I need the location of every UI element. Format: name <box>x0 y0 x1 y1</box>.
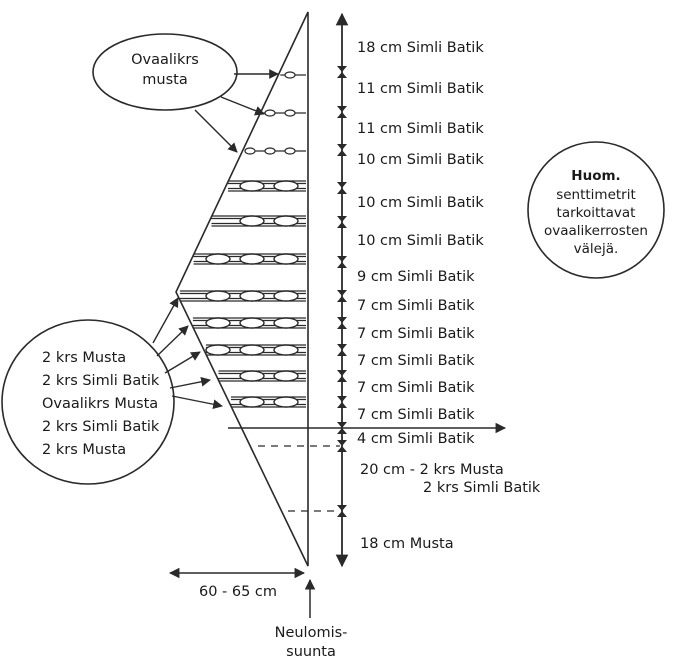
note-line: senttimetrit <box>556 187 636 203</box>
axis-tick <box>337 440 347 452</box>
note-title: Huom. <box>571 168 620 184</box>
axis-tick <box>337 144 347 156</box>
axis-tick <box>337 106 347 118</box>
section-label-line2: 2 krs Simli Batik <box>423 480 541 496</box>
width-label: 60 - 65 cm <box>199 584 277 600</box>
right-label: 11 cm Simli Batik <box>357 121 484 137</box>
oval-row <box>230 396 306 408</box>
right-label: 18 cm Simli Batik <box>357 40 484 56</box>
axis-tick <box>337 290 347 302</box>
left-bubble-line: 2 krs Musta <box>42 442 126 458</box>
oval-row <box>211 215 306 227</box>
note-line: ovaalikerrosten <box>544 223 648 239</box>
right-label: 7 cm Simli Batik <box>357 380 475 396</box>
axis-tick <box>337 344 347 356</box>
oval-row <box>227 180 306 192</box>
right-label: 10 cm Simli Batik <box>357 233 484 249</box>
axis-tick <box>337 182 347 194</box>
pointer-arrow <box>169 376 211 389</box>
oval-row <box>218 370 306 382</box>
oval-row <box>193 253 306 265</box>
top-bubble-line: Ovaalikrs <box>131 52 199 68</box>
oval-row <box>179 290 306 302</box>
axis-tick <box>337 317 347 329</box>
right-labels: 18 cm Simli Batik 11 cm Simli Batik 11 cm … <box>357 40 484 447</box>
section-label-line1: 20 cm - 2 krs Musta <box>360 462 504 478</box>
left-bubble-line: 2 krs Simli Batik <box>42 373 160 389</box>
right-label: 7 cm Simli Batik <box>357 353 475 369</box>
axis-tick <box>337 396 347 408</box>
pointer-arrow <box>152 297 179 344</box>
right-label: 11 cm Simli Batik <box>357 81 484 97</box>
oval-row <box>280 71 306 79</box>
axis-tick <box>337 505 347 517</box>
right-label: 7 cm Simli Batik <box>357 326 475 342</box>
pointer-arrow <box>194 109 238 153</box>
pointer-arrow <box>156 325 189 357</box>
right-label: 10 cm Simli Batik <box>357 195 484 211</box>
shawl-triangle <box>175 11 309 567</box>
left-bubble <box>1 319 175 485</box>
right-label: 7 cm Simli Batik <box>357 407 475 423</box>
right-label: 10 cm Simli Batik <box>357 152 484 168</box>
axis-tick <box>337 66 347 78</box>
left-bubble-line: 2 krs Musta <box>42 350 126 366</box>
right-label: 7 cm Simli Batik <box>357 298 475 314</box>
note-line: välejä. <box>574 241 619 257</box>
top-bubble-line: musta <box>142 72 187 88</box>
pointer-arrow <box>171 395 223 410</box>
pointer-arrow <box>220 96 265 116</box>
direction-label: Neulomis- <box>275 625 348 641</box>
oval-row <box>244 147 306 155</box>
axis-tick <box>337 256 347 268</box>
axis-tick <box>337 216 347 228</box>
oval-row <box>262 109 306 117</box>
note-line: tarkoittavat <box>557 205 636 221</box>
oval-stripes <box>179 71 306 408</box>
direction-label: suunta <box>286 644 336 660</box>
left-bubble-line: 2 krs Simli Batik <box>42 419 160 435</box>
oval-row <box>205 344 306 356</box>
axis-tick <box>337 370 347 382</box>
right-label: 4 cm Simli Batik <box>357 431 475 447</box>
right-label: 9 cm Simli Batik <box>357 269 475 285</box>
pointer-arrow <box>164 351 201 374</box>
top-bubble <box>92 33 238 111</box>
oval-row <box>192 317 306 329</box>
left-bubble-line: Ovaalikrs Musta <box>42 396 158 412</box>
note-bubble <box>527 141 665 279</box>
bottom-label: 18 cm Musta <box>360 536 454 552</box>
